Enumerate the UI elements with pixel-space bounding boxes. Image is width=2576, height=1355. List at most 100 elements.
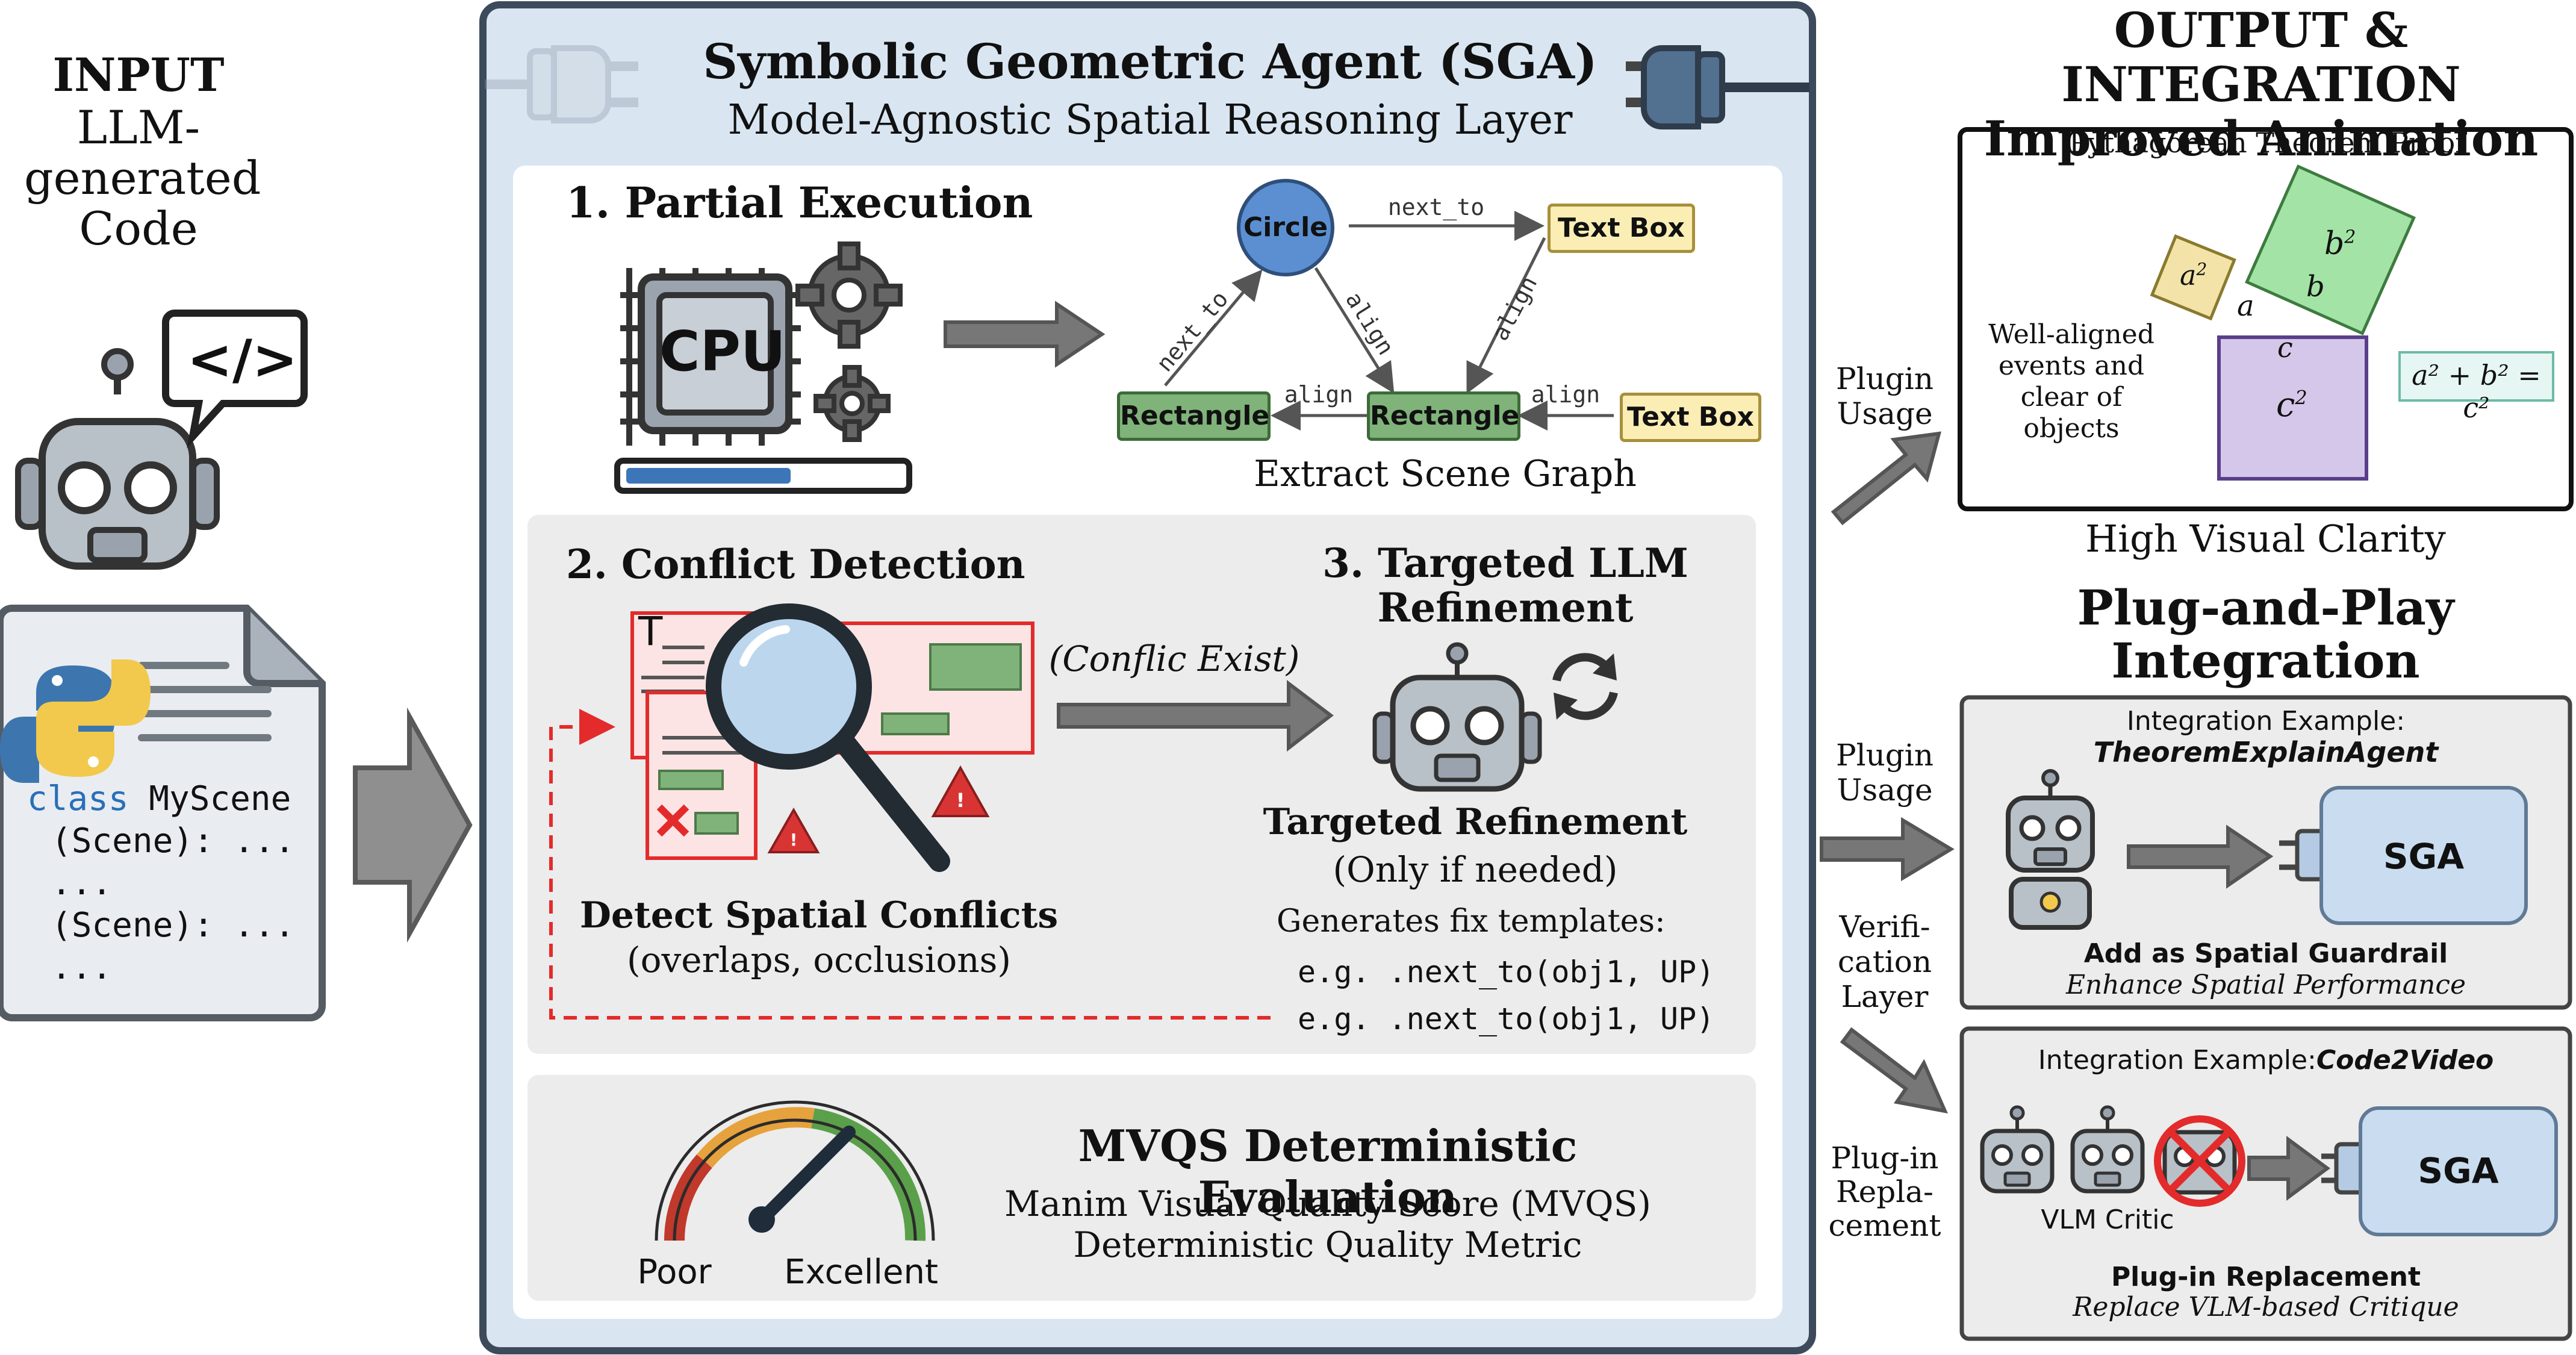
label-b2-exp: 2 [2344, 226, 2356, 248]
step3-title-line: Refinement [1377, 584, 1634, 631]
input-label-line: LLM- [76, 101, 201, 154]
plug-right-icon [1626, 45, 1809, 129]
example1-sga-box [2319, 786, 2528, 925]
input-arrow [353, 707, 473, 943]
square-b2 [2245, 164, 2416, 335]
label-b: b [2306, 270, 2325, 304]
templates-title: Generates fix templates: [1277, 903, 1666, 939]
step1-title: 1. Partial Execution [566, 178, 1033, 228]
cpu-progress-fill [626, 468, 791, 484]
code-line: (Scene): ... [51, 906, 295, 945]
code-text: MyScene [128, 779, 291, 818]
proof-note-line: Well-aligned [1988, 319, 2154, 350]
step2-desc-sub: (overlaps, occlusions) [626, 939, 1012, 980]
step2-title: 2. Conflict Detection [566, 541, 1025, 588]
conflict-arrow [1057, 679, 1334, 752]
magnifier-icon [706, 603, 950, 872]
templates-list: e.g. .next_to(obj1, UP) e.g. .next_to(ob… [1298, 948, 1755, 1042]
conflict-arrow-label: (Conflic Exist) [1048, 638, 1300, 679]
mvqs-line1: Manim Visual Quality Score (MVQS) [1004, 1183, 1651, 1224]
code-snippet: class MyScene (Scene): ... ... (Scene): … [27, 778, 316, 989]
example2-name: Code2Video [2316, 1045, 2494, 1076]
side-label-line: cation [1837, 944, 1932, 979]
cpu-chip-icon [620, 268, 801, 446]
code-line: (Scene): ... [51, 821, 295, 861]
input-label-line: Code [79, 202, 198, 255]
node-textbox-top[interactable]: Text Box [1548, 204, 1695, 253]
plugin-usage-arrow-2 [1820, 817, 1955, 882]
label-c-squared: c2 [2276, 385, 2307, 425]
verification-label: Verifi- cation Layer [1818, 909, 1951, 1014]
label-c: c [2277, 331, 2293, 364]
edge-label-align: align [1284, 381, 1354, 408]
label-a: a [2237, 289, 2254, 323]
label-b2-base: b [2324, 226, 2345, 262]
warning-triangle-icon [767, 765, 990, 853]
plugin-usage-label-2: Plugin Usage [1818, 738, 1951, 808]
square-c2 [2217, 335, 2368, 481]
gears-icon [795, 241, 903, 442]
node-rectangle-mid[interactable]: Rectangle [1367, 391, 1520, 441]
step3-title: 3. Targeted LLM Refinement [1313, 541, 1698, 630]
example1-caption-bold: Add as Spatial Guardrail [2083, 938, 2448, 969]
example1-arrow [2127, 824, 2274, 889]
code-line: ... [51, 864, 113, 903]
input-heading: INPUT [52, 48, 225, 102]
warning-mark: ! [956, 789, 965, 812]
replacement-label: Plug-in Repla- cement [1818, 1141, 1951, 1242]
side-label-line: Repla- [1836, 1174, 1934, 1209]
example2-box [1959, 1026, 2572, 1341]
side-label-line: cement [1828, 1208, 1941, 1243]
refine-robot-icon [1372, 642, 1542, 792]
node-textbox-right[interactable]: Text Box [1620, 393, 1761, 442]
label-c2-exp: 2 [2295, 386, 2307, 410]
example1-robot-icon [2006, 769, 2095, 930]
scene-graph-edges [1164, 211, 1614, 431]
node-circle[interactable]: Circle [1243, 212, 1328, 243]
side-label-line: Plugin [1835, 361, 1934, 396]
label-a2-exp: 2 [2196, 259, 2207, 279]
pnp-heading-line: Plug-and-Play [2077, 579, 2454, 636]
plugin-usage-arrow-1 [1831, 431, 1942, 526]
proof-note-line: events and [1998, 350, 2145, 381]
example2-caption-bold: Plug-in Replacement [2111, 1262, 2421, 1292]
replacement-arrow [1840, 1027, 1949, 1114]
output-animation-box [1958, 127, 2574, 511]
example1-title: Integration Example: [2126, 706, 2406, 737]
graph-caption: Extract Scene Graph [1254, 453, 1637, 495]
code-line: ... [51, 948, 113, 987]
example2-sga-box [2359, 1106, 2558, 1236]
step3-title-line: 3. Targeted LLM [1322, 540, 1688, 587]
cpu-label: CPU [659, 319, 786, 384]
square-a2 [2150, 234, 2236, 321]
critic-robot-1-icon [1980, 1105, 2055, 1194]
python-logo-icon [0, 659, 151, 783]
step1-arrow [944, 301, 1106, 368]
example2-sga-label: SGA [2418, 1150, 2499, 1191]
template-item: e.g. .next_to(obj1, UP) [1298, 955, 1715, 989]
example2-arrow [2247, 1136, 2331, 1201]
node-rectangle-left[interactable]: Rectangle [1117, 391, 1271, 441]
example2-title-prefix: Integration Example: [2038, 1045, 2316, 1076]
side-label-line: Plug-in [1831, 1141, 1939, 1176]
output-heading-line: Improved Animation [1983, 110, 2539, 167]
vlm-critic-label: VLM Critic [2041, 1204, 2174, 1235]
proof-title: Pythagorean Theorem Proof [2068, 126, 2466, 159]
formula-box [2398, 351, 2554, 402]
critic-robot-2-icon [2070, 1105, 2145, 1194]
step3-desc-sub: (Only if needed) [1333, 849, 1618, 890]
node-circle-shape [1237, 179, 1334, 276]
proof-note-line: clear of objects [2020, 382, 2123, 444]
gauge-excellent-label: Excellent [784, 1253, 938, 1292]
example1-sga-label: SGA [2383, 836, 2465, 877]
input-robot-icon [15, 348, 220, 570]
example1-caption-ital: Enhance Spatial Performance [2065, 970, 2466, 1000]
side-label-line: Plugin [1835, 738, 1934, 773]
pnp-heading: Plug-and-Play Integration [1960, 581, 2571, 687]
label-a2-base: a [2180, 259, 2197, 291]
warning-mark: ! [789, 830, 798, 850]
input-label: LLM- generated Code [24, 101, 261, 255]
step3-desc-title: Targeted Refinement [1263, 801, 1688, 843]
side-label-line: Usage [1837, 773, 1933, 808]
